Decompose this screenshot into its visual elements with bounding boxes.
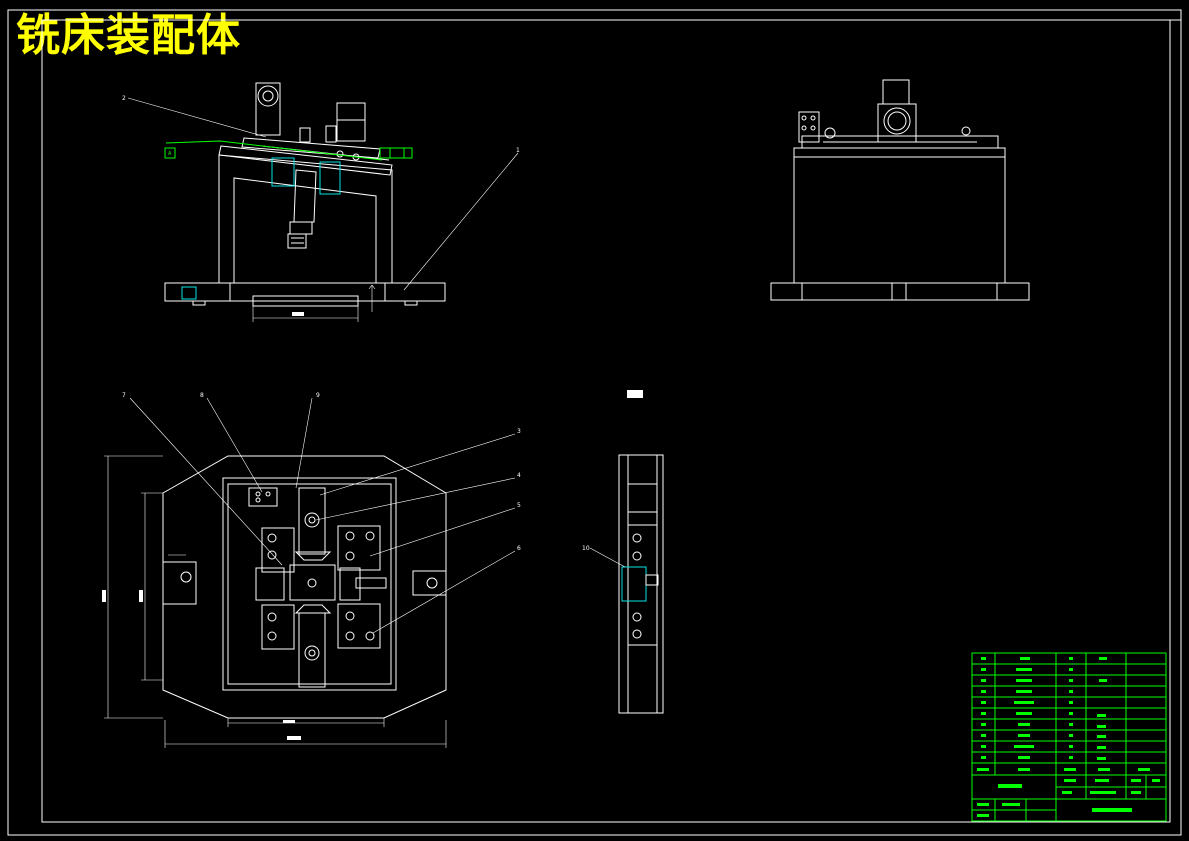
balloon-top-3: 3 [517,428,521,435]
drawing-title: 铣床装配体 [16,10,241,61]
balloon-top-7: 7 [122,392,126,399]
balloon-top-8: 8 [200,392,204,399]
balloon-front-1: 1 [516,147,520,154]
title-block [971,652,1167,822]
balloon-front-2: 2 [122,95,126,102]
balloon-top-6: 6 [517,545,521,552]
balloon-top-4: 4 [517,472,521,479]
sheet-border [7,9,1182,836]
balloon-top-9: 9 [316,392,320,399]
section-view [589,390,664,714]
top-view [102,455,447,748]
side-view [770,79,1030,301]
svg-text:A: A [168,151,172,157]
balloon-side-10: 10 [582,545,590,552]
balloon-top-5: 5 [517,502,521,509]
front-view: A [164,82,446,322]
